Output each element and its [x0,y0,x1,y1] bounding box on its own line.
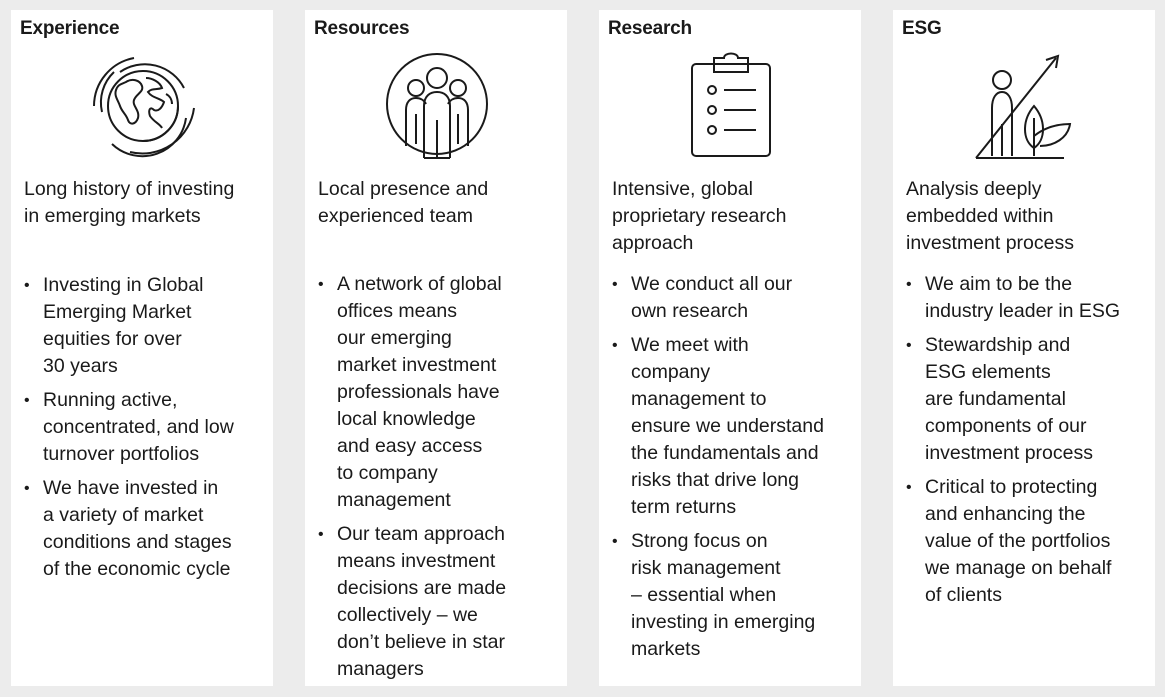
card-resources: Resources Local presence and experienced… [305,10,567,686]
list-item-line: We have invested in [43,477,219,499]
list-item-line: professionals have [337,381,500,403]
list-item-line: of clients [925,584,1002,606]
bullet-list: Investing in Global Emerging Market equi… [24,272,269,590]
list-item-line: Emerging Market [43,301,192,323]
list-item-line: ESG elements [925,361,1051,383]
list-item: Critical to protecting and enhancing the… [906,474,1151,609]
list-item-line: the fundamentals and [631,442,819,464]
list-item: Stewardship and ESG elements are fundame… [906,332,1151,467]
list-item-line: 30 years [43,355,118,377]
list-item: We aim to be the industry leader in ESG [906,271,1151,325]
list-item-line: managers [337,658,424,680]
list-item: Strong focus on risk management – essent… [612,528,857,663]
list-item-line: local knowledge [337,408,476,430]
list-item-line: We aim to be the [925,273,1073,295]
list-item-line: risks that drive long [631,469,799,491]
list-item-line: value of the portfolios [925,530,1111,552]
list-item-line: Stewardship and [925,334,1071,356]
list-item-line: management to [631,388,767,410]
card-esg: ESG Analysis deeply embedded within inve… [893,10,1155,686]
bullet-list: We aim to be the industry leader in ESG … [906,271,1151,616]
card-lead: Intensive, global proprietary research a… [612,178,787,254]
list-item-line: Running active, [43,389,178,411]
list-item-line: risk management [631,557,781,579]
clipboard-icon [670,48,792,164]
team-icon [376,48,498,164]
list-item-line: don’t believe in star [337,631,506,653]
list-item-line: offices means [337,300,457,322]
list-item: We meet with company management to ensur… [612,332,857,521]
card-lead: Long history of investing in emerging ma… [24,178,235,227]
card-experience: Experience Long history of investing in … [11,10,273,686]
list-item-line: Investing in Global [43,274,204,296]
list-item-line: A network of global [337,273,502,295]
card-title: Research [608,18,692,39]
globe-icon [82,48,204,164]
list-item-line: ensure we understand [631,415,824,437]
list-item-line: turnover portfolios [43,443,200,465]
list-item-line: our emerging [337,327,452,349]
list-item: Running active, concentrated, and low tu… [24,387,269,468]
list-item-line: markets [631,638,701,660]
list-item-line: collectively – we [337,604,478,626]
bullet-list: A network of global offices means our em… [318,271,563,690]
list-item-line: decisions are made [337,577,507,599]
card-research: Research Intensive, global proprietary r… [599,10,861,686]
list-item-line: management [337,489,451,511]
card-title: Resources [314,18,410,39]
list-item-line: Strong focus on [631,530,768,552]
card-lead: Analysis deeply embedded within investme… [906,178,1074,254]
list-item-line: We conduct all our [631,273,793,295]
list-item-line: – essential when [631,584,777,606]
list-item: We conduct all our own research [612,271,857,325]
list-item-line: concentrated, and low [43,416,234,438]
list-item: We have invested in a variety of market … [24,475,269,583]
list-item-line: to company [337,462,438,484]
sustainability-growth-icon [964,48,1086,164]
list-item-line: own research [631,300,749,322]
list-item: Investing in Global Emerging Market equi… [24,272,269,380]
bullet-list: We conduct all our own research We meet … [612,271,857,670]
list-item: Our team approach means investment decis… [318,521,563,683]
card-title: ESG [902,18,942,39]
list-item-line: and enhancing the [925,503,1086,525]
list-item-line: company [631,361,711,383]
card-lead: Local presence and experienced team [318,178,489,227]
list-item-line: investing in emerging [631,611,816,633]
list-item-line: We meet with [631,334,749,356]
list-item-line: Our team approach [337,523,506,545]
list-item-line: and easy access [337,435,483,457]
list-item-line: means investment [337,550,496,572]
list-item-line: industry leader in ESG [925,300,1121,322]
list-item-line: of the economic cycle [43,558,231,580]
list-item-line: market investment [337,354,497,376]
list-item-line: conditions and stages [43,531,232,553]
list-item-line: investment process [925,442,1093,464]
list-item-line: are fundamental [925,388,1066,410]
list-item-line: components of our [925,415,1087,437]
list-item-line: Critical to protecting [925,476,1098,498]
list-item-line: a variety of market [43,504,204,526]
list-item: A network of global offices means our em… [318,271,563,514]
list-item-line: term returns [631,496,737,518]
card-title: Experience [20,18,120,39]
list-item-line: equities for over [43,328,182,350]
list-item-line: we manage on behalf [925,557,1112,579]
